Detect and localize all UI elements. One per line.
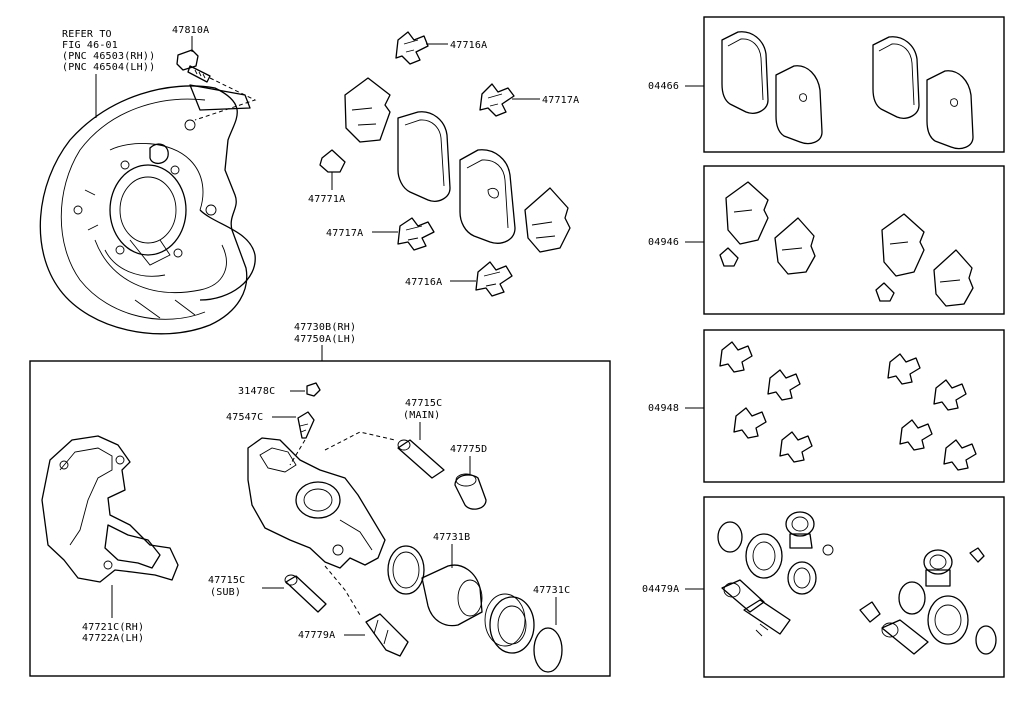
label-kit-shims: 04946 <box>648 237 679 248</box>
label-mounting-lh: 47722A(LH) <box>82 633 144 644</box>
label-bleeder-plug: 47547C <box>226 412 263 423</box>
kit-shims: 04946 <box>648 181 974 307</box>
clip-47717A-mid: 47717A <box>326 217 435 251</box>
wear-indicator-47771A: 47771A <box>308 149 346 205</box>
caliper-body <box>247 431 396 616</box>
clip-47716A-bottom: 47716A <box>405 261 513 297</box>
label-slide-bush-boot: 47779A <box>298 630 335 641</box>
shim-outer-1 <box>524 187 571 253</box>
label-kit-pads: 04466 <box>648 81 679 92</box>
pads-shims-group: 47716A 47717A 47771A <box>308 31 579 297</box>
label-clip-a-bottom: 47716A <box>405 277 442 288</box>
label-bleeder-cap: 31478C <box>238 386 275 397</box>
label-piston-seal: 47731B <box>433 532 470 543</box>
pin-sub-47715C: 47715C (SUB) <box>208 574 327 613</box>
piston: 47731B <box>421 532 483 627</box>
slide-pin-main: 47715C (MAIN) <box>397 398 445 479</box>
refer-line-2: FIG 46-01 <box>62 40 118 51</box>
kit-fitting: 04948 <box>648 341 977 471</box>
label-bush-boot: 47775D <box>450 444 487 455</box>
label-mounting-rh: 47721C(RH) <box>82 622 144 633</box>
bleeder-cap-31478C: 31478C <box>238 382 321 397</box>
refer-line-1: REFER TO <box>62 29 112 40</box>
label-clip-b-mid: 47717A <box>326 228 363 239</box>
refer-note: REFER TO FIG 46-01 (PNC 46503(RH)) (PNC … <box>62 29 155 118</box>
label-kit-cylinder: 04479A <box>642 584 679 595</box>
kit-pads: 04466 <box>648 31 974 150</box>
bolt-47810A: 47810A <box>172 25 257 121</box>
kit-cylinder: 04479A <box>642 511 997 655</box>
refer-line-4: (PNC 46504(LH)) <box>62 62 155 73</box>
kit-shims-box <box>703 165 1005 315</box>
caliper-assembly-label: 47730B(RH) 47750A(LH) <box>294 322 356 361</box>
label-pin-sub: 47715C <box>208 575 245 586</box>
bleeder-plug-47547C: 47547C <box>226 411 315 466</box>
label-pin-sub-note: (SUB) <box>210 587 241 598</box>
kit-fitting-box <box>703 329 1005 483</box>
shim-inner-1 <box>344 77 391 143</box>
mounting-bracket: 47721C(RH) 47722A(LH) <box>41 435 179 644</box>
cylinder-ring-47731C: 47731C <box>533 585 570 673</box>
refer-line-3: (PNC 46503(RH)) <box>62 51 155 62</box>
label-cylinder-boot: 47731C <box>533 585 570 596</box>
label-cyl-lh: 47750A(LH) <box>294 334 356 345</box>
kit-cylinder-box <box>703 496 1005 678</box>
label-slide-pin-main-note: (MAIN) <box>403 410 440 421</box>
piston-seal-47731B <box>387 545 425 595</box>
label-cyl-rh: 47730B(RH) <box>294 322 356 333</box>
label-bolt: 47810A <box>172 25 209 36</box>
pad-inner-2 <box>459 149 516 244</box>
cylinder-boot <box>484 593 535 654</box>
label-wear-indicator: 47771A <box>308 194 345 205</box>
backing-plate <box>39 84 256 335</box>
caliper-assembly-box <box>29 360 611 677</box>
bush-boot-47775D: 47775D <box>450 444 487 510</box>
label-kit-fitting: 04948 <box>648 403 679 414</box>
clip-47717A-top: 47717A <box>479 83 579 117</box>
label-slide-pin-main: 47715C <box>405 398 442 409</box>
label-clip-b-top: 47717A <box>542 95 579 106</box>
kit-pads-box <box>703 16 1005 153</box>
pad-inner-1 <box>397 111 451 202</box>
label-clip-a-top: 47716A <box>450 40 487 51</box>
clip-47716A-top: 47716A <box>395 31 487 65</box>
slide-bush-boot-47779A: 47779A <box>298 613 409 657</box>
